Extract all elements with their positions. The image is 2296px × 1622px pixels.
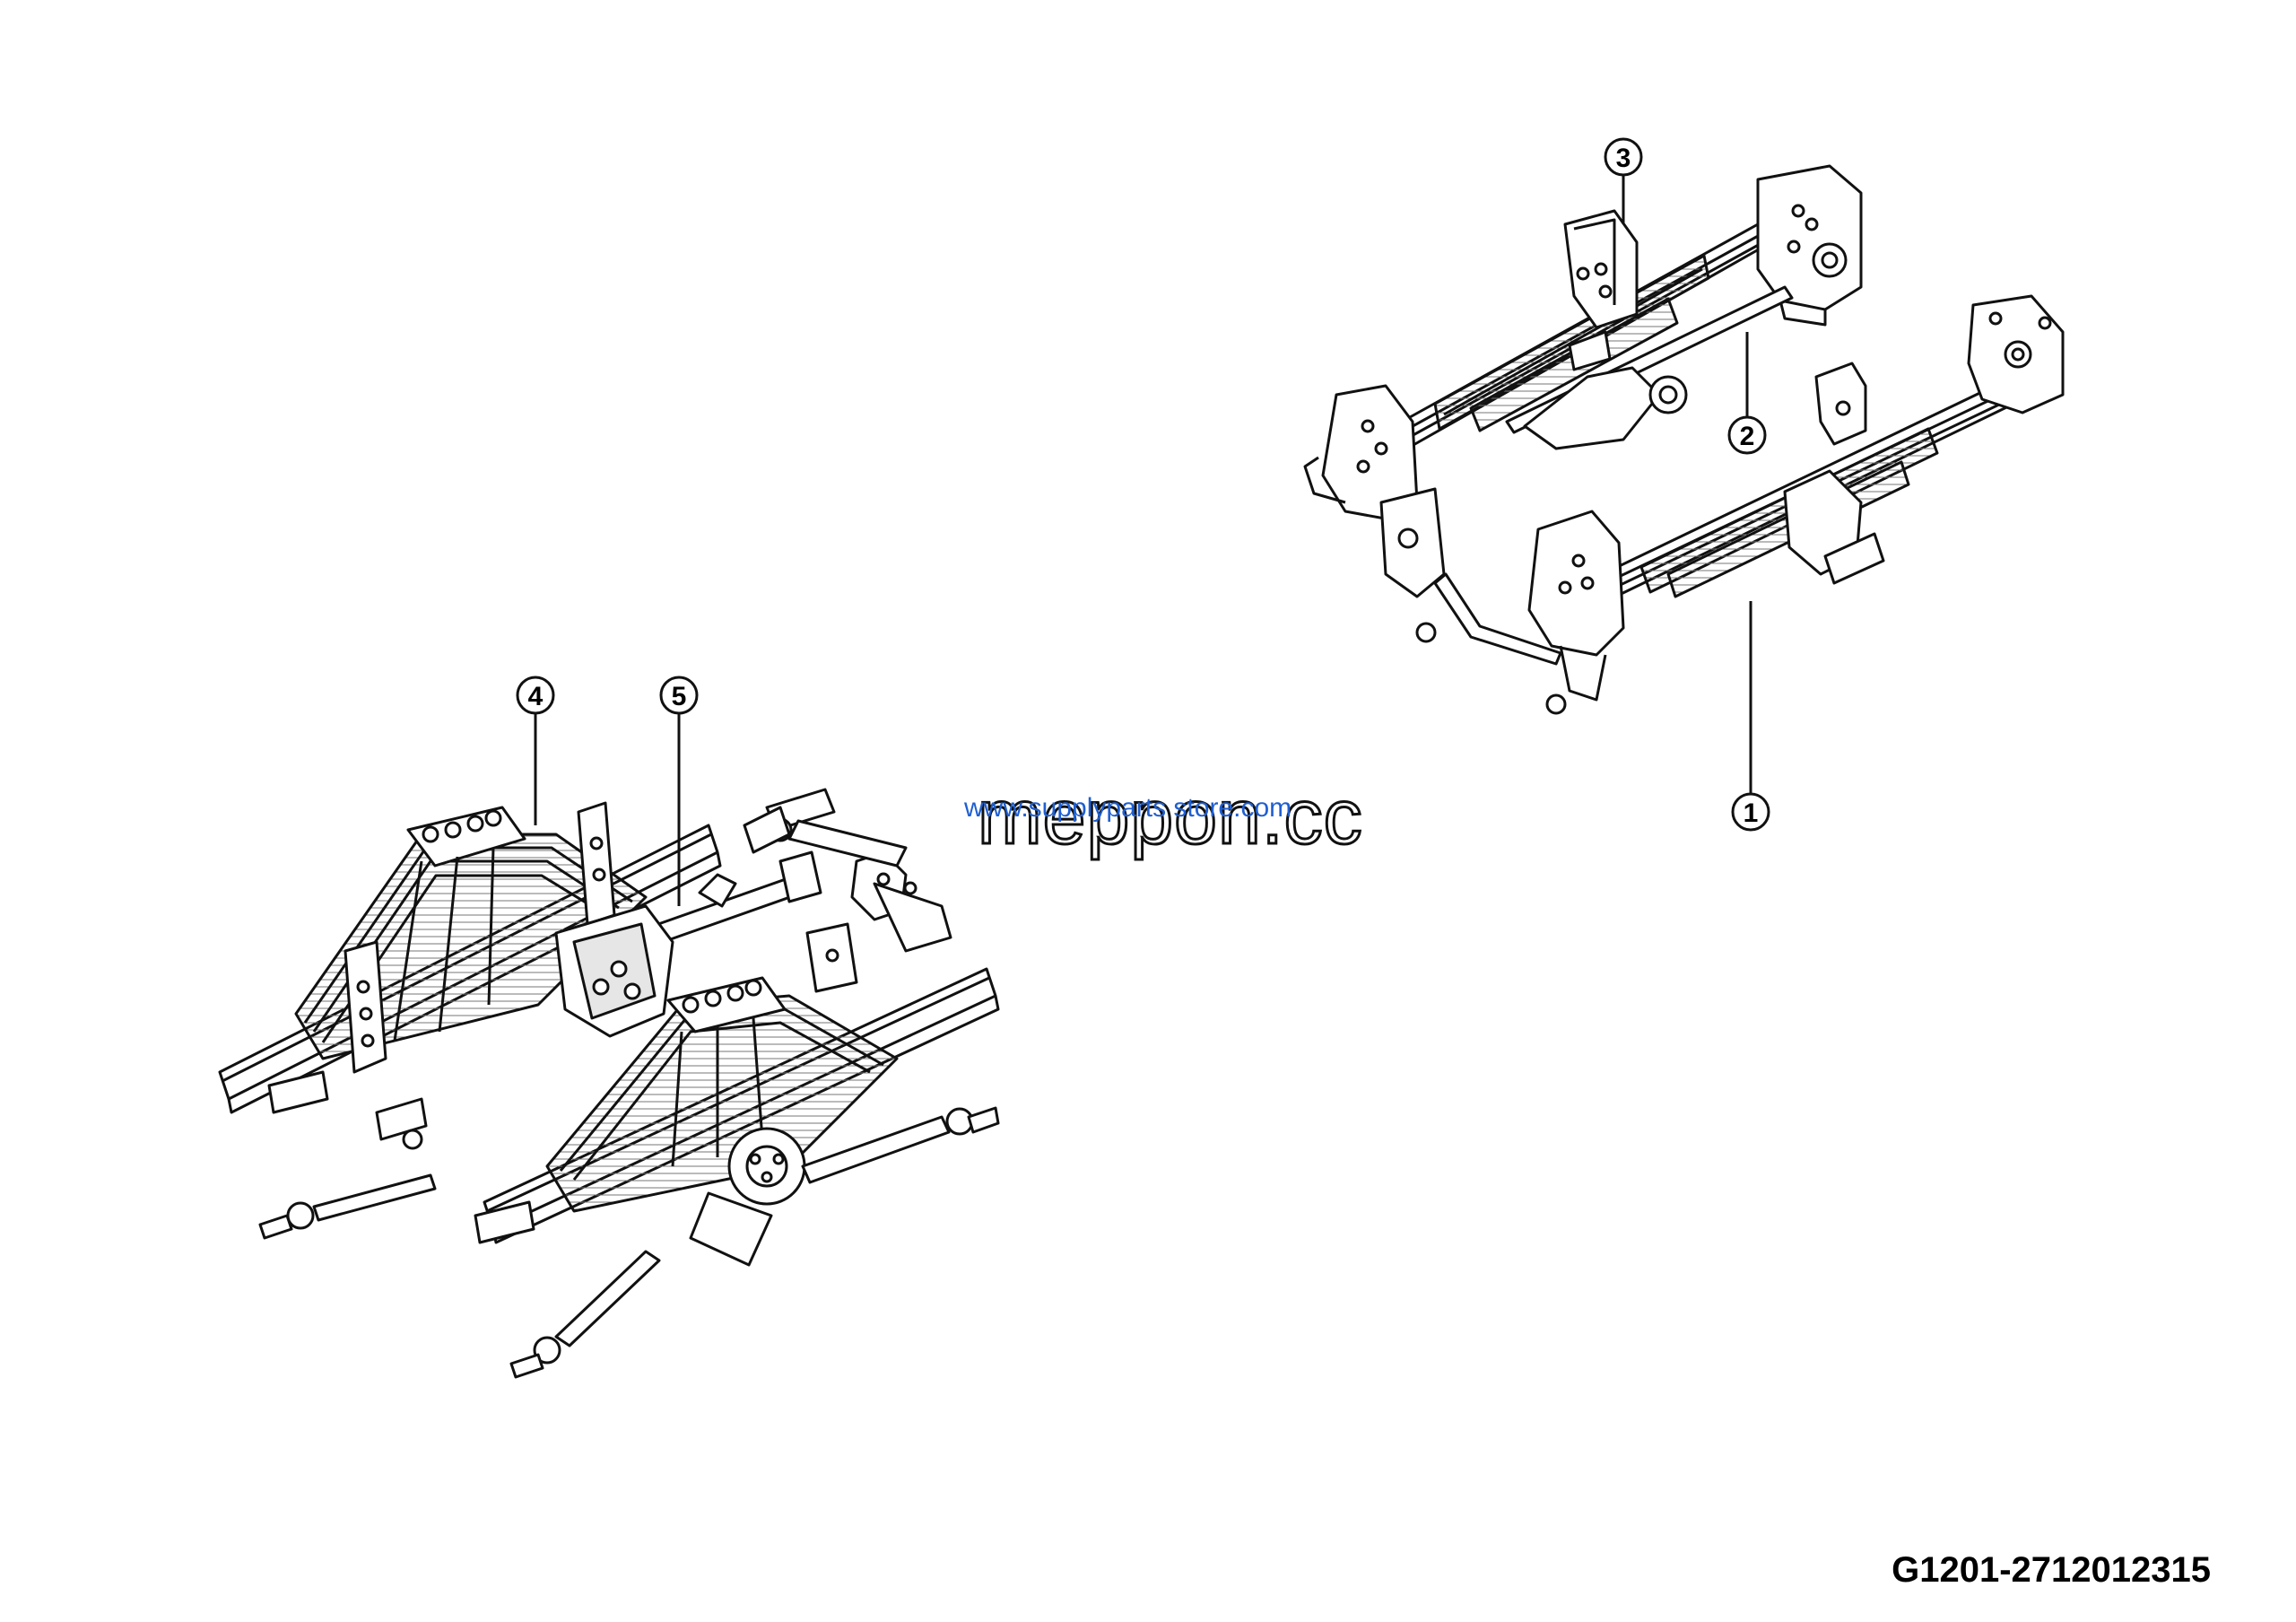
- rear-torque-rod-lower-right: [801, 1106, 1000, 1184]
- rear-link-plate: [743, 806, 858, 993]
- callout-2-label: 2: [1740, 422, 1755, 451]
- rear-suspension-assembly: [218, 788, 1000, 1379]
- rear-torque-rod-lower-front: [509, 1250, 661, 1379]
- rear-beam-ends: [267, 1070, 535, 1244]
- callout-3-label: 3: [1616, 144, 1631, 173]
- front-leaf-spring-lower: [1563, 375, 2031, 616]
- front-front-hanger-left: [1303, 384, 1446, 598]
- front-bracket-small: [1814, 362, 1867, 446]
- watermark-main: meppon.cc: [977, 774, 1364, 860]
- rear-reaction-rod: [644, 788, 952, 953]
- front-rear-hanger-lower: [1967, 294, 2065, 414]
- stabilizer-bar: [1505, 285, 1794, 450]
- rear-center-housing: [554, 904, 674, 1038]
- callout-2: 2: [1727, 332, 1767, 455]
- front-front-hanger-lower: [1527, 510, 1625, 715]
- front-torque-link: [1415, 572, 1562, 666]
- callout-3: 3: [1604, 137, 1643, 224]
- callout-5-label: 5: [672, 682, 687, 711]
- callout-4: 4: [516, 676, 555, 825]
- rear-hub-housing: [689, 1127, 806, 1267]
- callouts: 3 2 1 4 5: [516, 137, 1770, 906]
- rear-torque-rod-lower-left: [258, 1173, 437, 1240]
- callout-5: 5: [659, 676, 699, 906]
- rear-leaf-spring-right: [545, 976, 899, 1213]
- front-rear-hanger-upper: [1756, 164, 1863, 327]
- watermark-url: www.supplyparts store.com: [964, 793, 1292, 823]
- callout-1-label: 1: [1744, 798, 1759, 828]
- front-suspension-assembly: [1303, 164, 2065, 715]
- callout-4-label: 4: [528, 682, 544, 711]
- diagram-code: G1201-2712012315: [1892, 1550, 2211, 1590]
- callout-1: 1: [1731, 601, 1770, 832]
- front-spring-bracket-3: [1563, 209, 1639, 371]
